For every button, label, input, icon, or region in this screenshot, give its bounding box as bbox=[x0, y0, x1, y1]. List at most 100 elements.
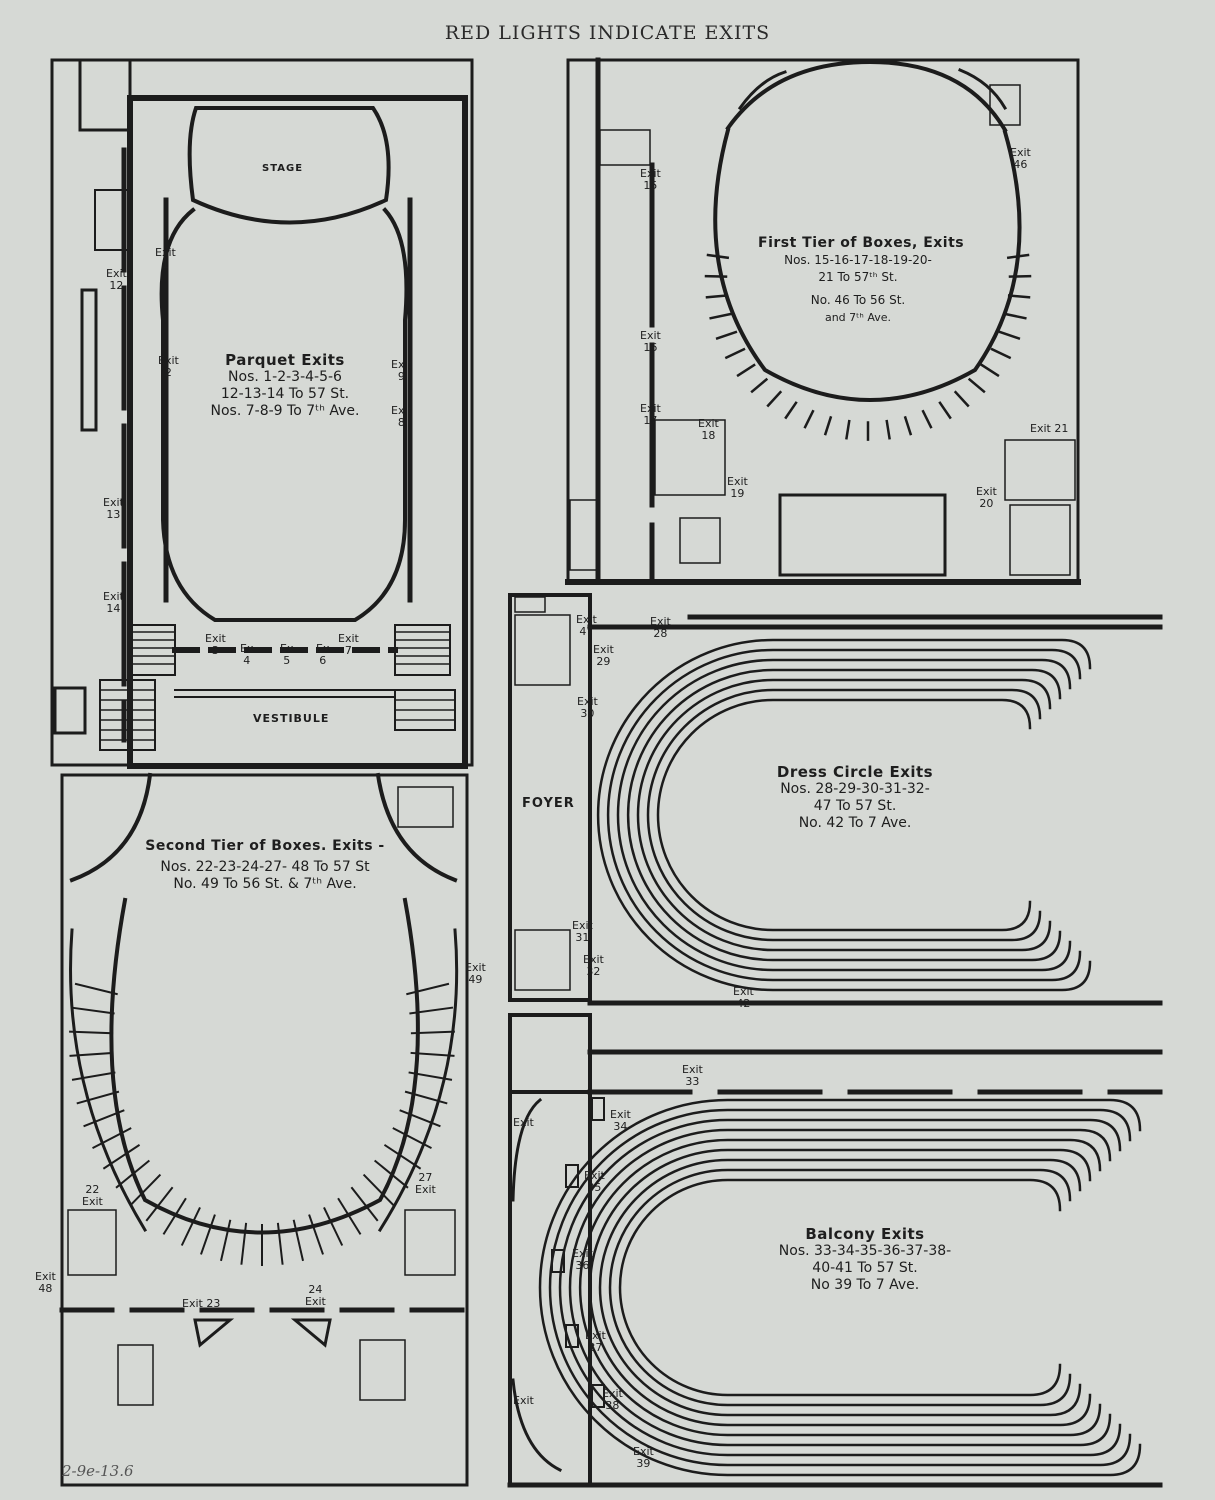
exit-label: Exit 14 bbox=[103, 590, 124, 615]
exit-label: Exit 18 bbox=[698, 417, 719, 442]
plan-stroke bbox=[69, 1051, 114, 1057]
first-tier-plan bbox=[565, 57, 1081, 585]
plan-stroke bbox=[598, 1158, 1082, 1417]
plan-stroke bbox=[276, 1222, 284, 1265]
plan-stroke bbox=[709, 312, 732, 320]
exit-label: Exit 39 bbox=[633, 1445, 654, 1470]
plan-stroke bbox=[558, 1118, 1122, 1457]
plan-stroke bbox=[180, 1206, 201, 1246]
exit-label: Exit 23 bbox=[182, 1297, 221, 1310]
exit-label: Exit 34 bbox=[610, 1108, 631, 1133]
exit-label: Exit bbox=[513, 1116, 534, 1129]
plan-stroke bbox=[967, 377, 986, 394]
plan-stroke bbox=[399, 1109, 441, 1128]
first-tier-exits-line: and 7ᵗʰ Ave. bbox=[824, 311, 892, 324]
exit-label: 27 Exit bbox=[415, 1171, 436, 1196]
second-tier-exits-title: Second Tier of Boxes. Exits - bbox=[145, 838, 385, 854]
plan-stroke bbox=[724, 347, 746, 360]
exit-label: Exit 3 bbox=[205, 632, 226, 657]
plan-stroke bbox=[373, 1159, 409, 1189]
plan-stroke bbox=[823, 415, 833, 436]
dress-circle-exits-line: 47 To 57 St. bbox=[813, 798, 897, 814]
exit-label: Exit 30 bbox=[577, 695, 598, 720]
exit-label: Exit 15 bbox=[640, 167, 661, 192]
exit-label: Exit 36 bbox=[572, 1247, 593, 1272]
dress-circle-exits-title: Dress Circle Exits bbox=[776, 763, 934, 781]
exit-label: Exit 2 bbox=[158, 354, 179, 379]
exit-label: Exit 49 bbox=[465, 961, 486, 986]
plan-stroke bbox=[102, 1144, 141, 1170]
dress-circle-exits-line: No. 42 To 7 Ave. bbox=[798, 815, 912, 831]
exit-label: Exit 48 bbox=[35, 1270, 56, 1295]
plan-stroke bbox=[736, 363, 756, 378]
balcony-exits-line: 40-41 To 57 St. bbox=[812, 1260, 918, 1276]
plan-stroke bbox=[990, 347, 1012, 360]
plan-stroke bbox=[410, 1030, 455, 1035]
exit-label: Exit 16 bbox=[640, 329, 661, 354]
plan-stroke bbox=[308, 1214, 324, 1255]
vestibule-label: VESTIBULE bbox=[253, 712, 330, 725]
plan-stroke bbox=[646, 688, 1042, 942]
parquet-exits-line: Nos. 7-8-9 To 7ᵗʰ Ave. bbox=[210, 403, 360, 419]
stage-label: STAGE bbox=[262, 163, 304, 174]
plan-stroke bbox=[392, 1127, 432, 1150]
plan-stroke bbox=[980, 363, 1000, 378]
plan-stroke bbox=[885, 419, 891, 440]
first-tier-exits-line: No. 46 To 56 St. bbox=[810, 293, 906, 307]
exit-label: Ex 4 bbox=[240, 642, 254, 667]
exit-label: Exit 38 bbox=[602, 1387, 623, 1412]
second-tier-plan bbox=[59, 772, 470, 1487]
exit-label: Exit 13 bbox=[103, 496, 124, 521]
page-header: RED LIGHTS INDICATE EXITS bbox=[444, 22, 771, 44]
second-tier-exits-line: No. 49 To 56 St. & 7ᵗʰ Ave. bbox=[173, 876, 357, 892]
parquet-exits-line: Nos. 1-2-3-4-5-6 bbox=[228, 369, 342, 385]
plan-stroke bbox=[1007, 294, 1031, 299]
plan-stroke bbox=[921, 409, 933, 429]
plan-stroke bbox=[76, 1090, 120, 1105]
plan-stroke bbox=[337, 1197, 362, 1235]
plan-stroke bbox=[588, 1148, 1092, 1427]
plan-stroke bbox=[953, 390, 970, 408]
balcony-exits-note: Balcony Exits Nos. 33-34-35-36-37-38- 40… bbox=[755, 1226, 975, 1294]
exit-label: Exit 21 bbox=[1030, 422, 1069, 435]
plan-stroke bbox=[240, 1222, 248, 1265]
parquet-exits-title: Parquet Exits bbox=[225, 351, 345, 369]
exit-label: Exit 8 bbox=[391, 404, 412, 429]
dress-circle-exits-note: Dress Circle Exits Nos. 28-29-30-31-32- … bbox=[745, 764, 965, 832]
exit-label: Exit 42 bbox=[733, 985, 754, 1010]
exit-label: Exit 47 bbox=[576, 613, 597, 638]
balcony-exits-line: Nos. 33-34-35-36-37-38- bbox=[778, 1243, 952, 1259]
exit-label: Exit 7 bbox=[338, 632, 359, 657]
parquet-exits-line: 12-13-14 To 57 St. bbox=[220, 386, 350, 402]
plan-stroke bbox=[1008, 274, 1032, 278]
exit-label: Ex 6 bbox=[316, 642, 330, 667]
dress-circle-plan bbox=[508, 593, 1163, 1006]
exit-label: 22 Exit bbox=[82, 1183, 103, 1208]
plan-stroke bbox=[568, 1128, 1112, 1447]
plan-stroke bbox=[656, 698, 1032, 932]
exit-label: Exit 12 bbox=[106, 267, 127, 292]
first-tier-exits-note: First Tier of Boxes, Exits Nos. 15-16-17… bbox=[758, 235, 964, 326]
exit-label: Exit 33 bbox=[682, 1063, 703, 1088]
plan-stroke bbox=[636, 678, 1052, 952]
plan-stroke bbox=[115, 1159, 151, 1189]
plan-stroke bbox=[715, 330, 738, 340]
plan-stroke bbox=[220, 1219, 232, 1262]
plan-stroke bbox=[1004, 312, 1027, 320]
plan-stroke bbox=[616, 658, 1072, 972]
plan-stroke bbox=[323, 1206, 344, 1246]
exit-label: Exit 20 bbox=[976, 485, 997, 510]
first-tier-exits-line: 21 To 57ᵗʰ St. bbox=[818, 270, 898, 284]
plan-stroke bbox=[705, 294, 729, 299]
plan-stroke bbox=[362, 1173, 395, 1207]
plan-stroke bbox=[845, 419, 851, 440]
parquet-plan bbox=[50, 58, 474, 769]
plan-stroke bbox=[83, 1109, 125, 1128]
plan-stroke bbox=[938, 401, 952, 420]
exit-label: Exit 19 bbox=[727, 475, 748, 500]
plan-stroke bbox=[71, 1071, 116, 1081]
foyer-label: FOYER bbox=[522, 796, 575, 811]
exit-label: Exit 35 bbox=[584, 1169, 605, 1194]
plan-stroke bbox=[578, 1138, 1102, 1437]
